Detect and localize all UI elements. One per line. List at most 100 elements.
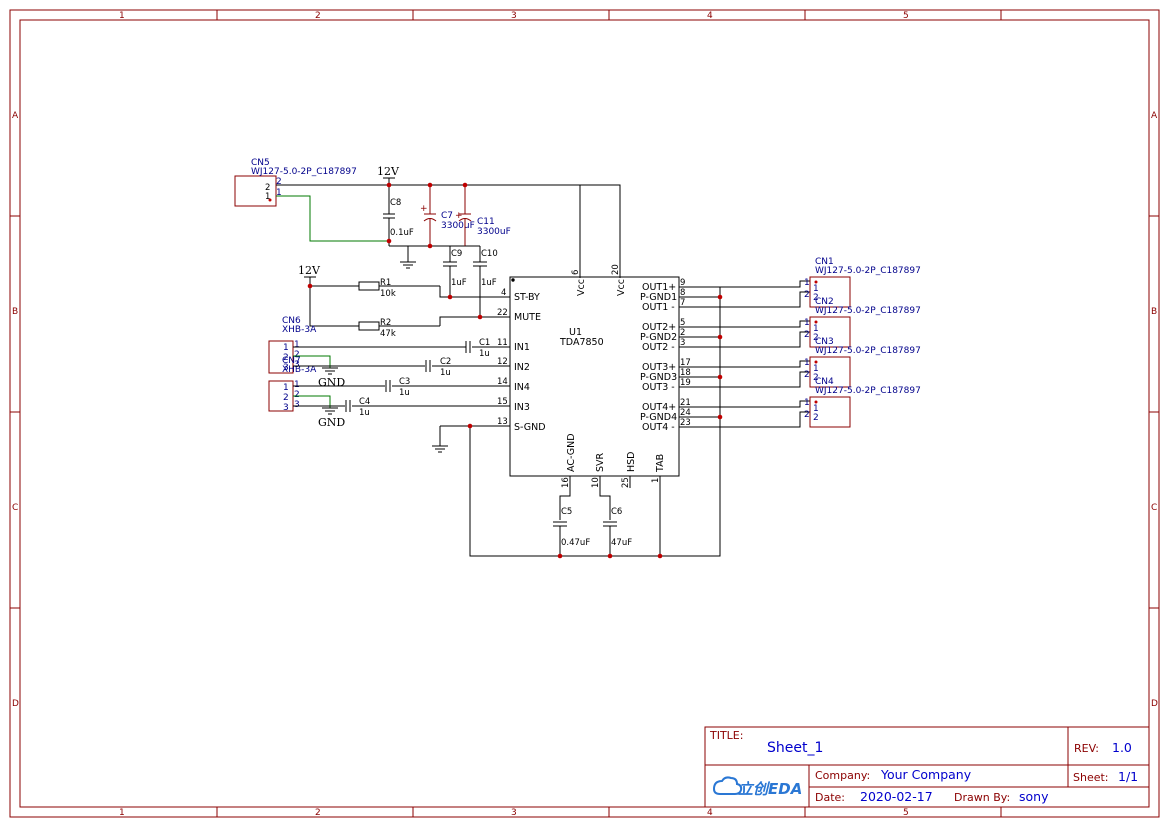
capacitor-c11[interactable]: + C11 3300uF: [455, 185, 511, 246]
junction: [557, 553, 563, 559]
cn7-pin: 2: [283, 393, 289, 403]
capacitor-c3[interactable]: C3 1u: [385, 377, 410, 398]
connector-cn2[interactable]: CN2 WJ127-5.0-2P_C187897 1 2 1 2: [804, 297, 921, 348]
svg-text:OUT3 -: OUT3 -: [642, 382, 675, 393]
cn3-ref: CN3: [815, 337, 834, 347]
capacitor-c4[interactable]: C4 1u: [345, 397, 370, 418]
svg-text:IN2: IN2: [514, 362, 530, 373]
junction: [447, 294, 453, 300]
cn1-pin: 1: [813, 284, 819, 294]
cn4-pin-num: 2: [804, 410, 810, 420]
ic-ref: U1: [569, 327, 582, 338]
c8-value: 0.1uF: [390, 228, 414, 238]
ground-symbol: [400, 261, 416, 269]
sheet-value: 1/1: [1118, 769, 1138, 784]
svg-text:OUT2+: OUT2+: [642, 322, 676, 333]
svg-text:IN1: IN1: [514, 342, 530, 353]
col-label-top: 2: [315, 11, 321, 21]
wire-12v-rail: [276, 184, 621, 278]
date-label: Date:: [815, 791, 845, 804]
connector-cn4[interactable]: CN4 WJ127-5.0-2P_C187897 1 2 1 2: [804, 377, 921, 428]
cn3-pin-num: 1: [804, 358, 810, 368]
cn7-pin: 3: [283, 403, 289, 413]
r1-value: 10k: [380, 289, 396, 299]
cn1-pin-num: 2: [804, 290, 810, 300]
cn2-pin: 1: [813, 324, 819, 334]
svg-text:9: 9: [680, 278, 685, 288]
resistor-r2[interactable]: R2 47k: [358, 318, 440, 339]
connector-cn1[interactable]: CN1 WJ127-5.0-2P_C187897 1 2 1 2: [804, 257, 921, 308]
c2-ref: C2: [440, 357, 451, 367]
junction: [462, 182, 468, 188]
svg-text:8: 8: [680, 288, 685, 298]
cn6-pin-num: 2: [294, 350, 300, 360]
wire-stby: [439, 286, 510, 298]
junction: [427, 243, 433, 249]
cn7-pin: 1: [283, 383, 289, 393]
cn7-pin-num: 2: [294, 390, 300, 400]
junction: [386, 238, 392, 244]
rev-value: 1.0: [1112, 740, 1132, 755]
capacitor-c2[interactable]: C2 1u: [425, 357, 451, 378]
ic-bottom-pin-name: AC-GND: [566, 433, 577, 472]
col-label-bottom: 1: [119, 808, 125, 818]
ic-bottom-pin-name: HSD: [626, 452, 637, 473]
output-wires: [679, 280, 810, 428]
connector-cn6[interactable]: CN6 XHB-3A 1 2 3 1 2 3: [268, 316, 317, 374]
ic-top-pin-name: Vcc: [576, 279, 587, 296]
junction: [717, 374, 723, 380]
svg-text:+: +: [420, 204, 428, 214]
r1-ref: R1: [380, 278, 391, 288]
connector-cn7[interactable]: CN7 XHB-3A 1 2 3 1 2 3: [268, 356, 317, 413]
capacitor-c8[interactable]: C8 0.1uF: [383, 185, 414, 246]
capacitor-c6[interactable]: C6 47uF: [603, 507, 632, 556]
c10-ref: C10: [481, 249, 498, 259]
junction: [717, 294, 723, 300]
junction: [477, 314, 483, 320]
capacitor-c9[interactable]: C9 1uF: [443, 246, 467, 297]
c7-value: 3300uF: [441, 221, 475, 231]
cn1-ref: CN1: [815, 257, 834, 267]
connector-cn5[interactable]: CN5 WJ127-5.0-2P_C187897 2 1 2 1: [234, 158, 357, 207]
svg-text:+: +: [455, 211, 463, 221]
cn1-value: WJ127-5.0-2P_C187897: [815, 266, 921, 276]
logo-text: 立创EDA: [738, 780, 802, 798]
cn5-value: WJ127-5.0-2P_C187897: [251, 167, 357, 177]
cn6-value: XHB-3A: [282, 325, 317, 335]
ground-symbol: [432, 445, 448, 453]
svg-text:11: 11: [497, 338, 508, 348]
svg-text:ST-BY: ST-BY: [514, 292, 540, 303]
power-label-gnd: GND: [318, 416, 345, 429]
wire-svr: [599, 476, 611, 520]
capacitor-c1[interactable]: C1 1u: [465, 338, 490, 359]
capacitor-c5[interactable]: C5 0.47uF: [553, 507, 590, 556]
svg-text:15: 15: [497, 397, 508, 407]
c6-ref: C6: [611, 507, 622, 517]
resistor-r1[interactable]: R1 10k: [358, 278, 440, 299]
connector-cn3[interactable]: CN3 WJ127-5.0-2P_C187897 1 2 1 2: [804, 337, 921, 388]
row-label-right: D: [1151, 699, 1158, 709]
cn5-ref: CN5: [251, 158, 270, 168]
cn6-pin: 1: [283, 343, 289, 353]
junction: [717, 414, 723, 420]
svg-text:OUT4 -: OUT4 -: [642, 422, 675, 433]
wire-gnd-cn6: [293, 355, 331, 368]
c5-value: 0.47uF: [561, 538, 590, 548]
ic-top-pin-num: 20: [611, 264, 621, 275]
cn2-pin: 2: [813, 333, 819, 343]
svg-text:OUT1 -: OUT1 -: [642, 302, 675, 313]
junction: [607, 553, 613, 559]
c4-ref: C4: [359, 397, 370, 407]
capacitor-c10[interactable]: C10 1uF: [473, 246, 498, 317]
c3-ref: C3: [399, 377, 410, 387]
svg-text:IN3: IN3: [514, 402, 530, 413]
c7-ref: C7: [441, 211, 453, 221]
junction: [657, 553, 663, 559]
junction: [467, 423, 473, 429]
capacitor-c7[interactable]: + C7 3300uF: [420, 185, 475, 246]
svg-text:P-GND3: P-GND3: [640, 372, 677, 383]
title-block: [704, 726, 1150, 808]
cn6-ref: CN6: [282, 316, 301, 326]
ic-bottom-pin-num: 1: [651, 478, 661, 483]
